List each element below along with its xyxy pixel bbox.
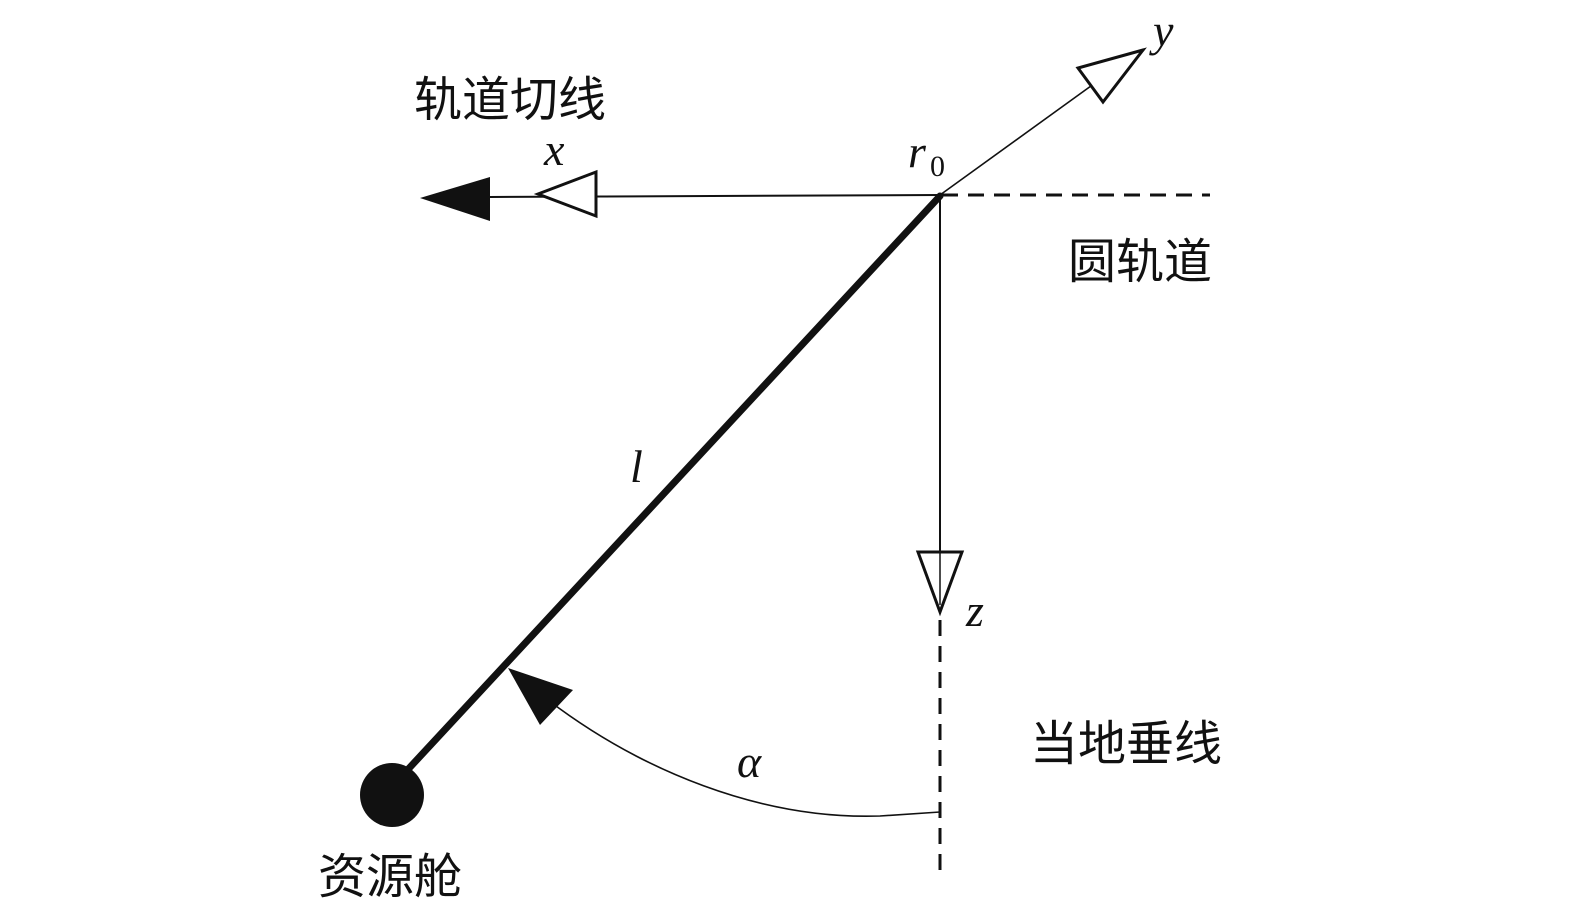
x-axis-label: x xyxy=(543,124,565,175)
tether-length-label: l xyxy=(630,441,643,492)
resource-cabin-label: 资源舱 xyxy=(318,849,462,905)
angle-alpha-label: α xyxy=(737,736,762,787)
angle-arc-arrowhead xyxy=(508,668,573,725)
resource-cabin-mass xyxy=(360,763,424,827)
y-axis-label: y xyxy=(1149,5,1174,56)
y-axis-arrowhead xyxy=(1075,47,1147,105)
x-axis-arrowhead xyxy=(533,169,598,219)
orbit-tangent-arrowhead xyxy=(420,177,490,221)
origin-subscript-label: 0 xyxy=(930,150,945,183)
circular-orbit-label: 圆轨道 xyxy=(1068,234,1212,290)
orbit-tangent-label: 轨道切线 xyxy=(414,72,606,128)
z-axis-label: z xyxy=(965,585,984,636)
tether-line xyxy=(396,192,944,782)
angle-arc xyxy=(547,699,941,817)
origin-r-label: r xyxy=(908,126,927,177)
origin-label: r 0 xyxy=(908,126,945,183)
local-vertical-label: 当地垂线 xyxy=(1030,716,1222,772)
